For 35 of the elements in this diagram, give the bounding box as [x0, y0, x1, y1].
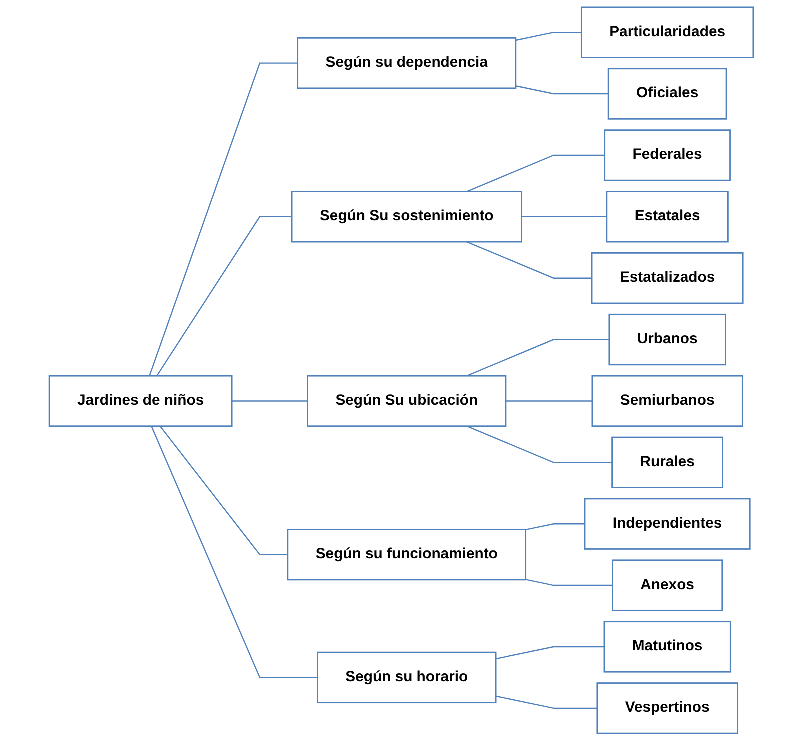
connector	[506, 400, 592, 402]
node-box: Jardines de niños	[48, 375, 233, 428]
connector	[156, 216, 292, 376]
node-box: Semiurbanos	[592, 375, 744, 428]
connector	[466, 154, 605, 192]
connector	[522, 216, 607, 218]
node-box: Federales	[604, 130, 731, 182]
connector	[496, 646, 604, 660]
node-box: Particularidades	[580, 6, 754, 58]
node-box: Matutinos	[604, 621, 732, 673]
connector	[149, 62, 298, 376]
node-box: Según su horario	[317, 652, 497, 704]
connector	[466, 339, 610, 377]
node-box: Según su dependencia	[297, 37, 517, 90]
node-box: Vespertinos	[596, 682, 738, 734]
connector	[526, 579, 613, 586]
node-box: Oficiales	[608, 68, 728, 120]
node-box: Independientes	[584, 498, 751, 550]
connector	[466, 241, 592, 279]
connector	[151, 426, 318, 678]
node-box: Anexos	[612, 560, 724, 612]
node-box: Estatalizados	[591, 252, 744, 304]
connector	[160, 426, 288, 556]
connector	[516, 32, 582, 42]
node-box: Según su funcionamiento	[287, 528, 527, 581]
node-box: Estatales	[606, 191, 729, 243]
connector	[516, 86, 609, 95]
node-box: Según Su sostenimiento	[291, 191, 522, 243]
connector	[496, 696, 598, 710]
node-box: Rurales	[612, 436, 724, 488]
node-box: Según Su ubicación	[307, 375, 507, 428]
connector	[232, 400, 308, 402]
connector	[466, 426, 612, 464]
node-box: Urbanos	[608, 314, 726, 366]
connector	[526, 524, 585, 531]
